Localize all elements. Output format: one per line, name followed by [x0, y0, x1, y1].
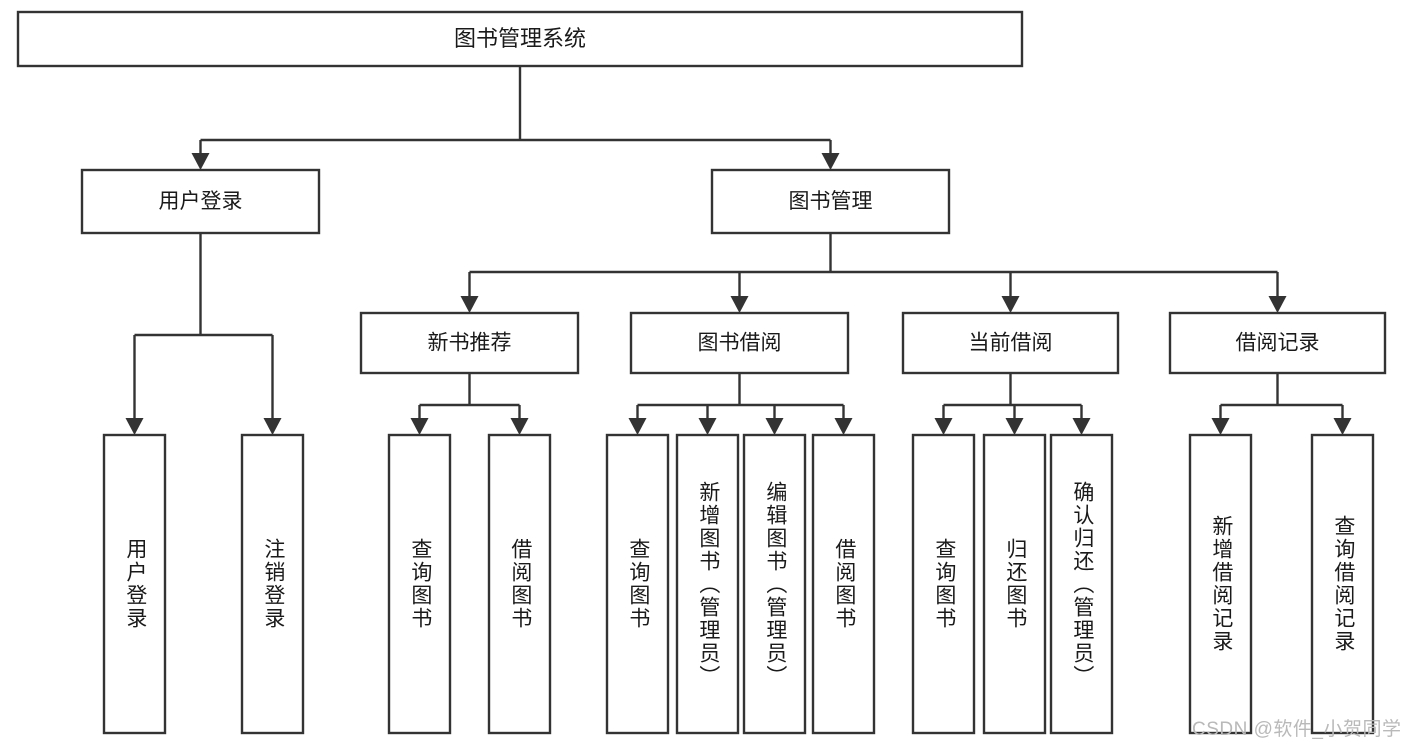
node-box-leaf-confirm-return[interactable]	[1049, 433, 1114, 735]
node-label-book-borrow: 图书借阅	[698, 332, 782, 355]
conn-root-arrow-1	[821, 153, 840, 170]
node-box-book-manage[interactable]	[710, 168, 951, 235]
conn-borrow-record-arrow-1	[1333, 418, 1352, 435]
node-label-current-borrow: 当前借阅	[969, 332, 1053, 355]
node-box-borrow-record[interactable]	[1168, 311, 1387, 375]
conn-user-login-arrow-1	[263, 418, 282, 435]
node-box-leaf-borrow-book-bb[interactable]	[811, 433, 876, 735]
conn-new-book-rec-arrow-0	[410, 418, 429, 435]
node-box-leaf-query-book-cb[interactable]	[911, 433, 976, 735]
node-box-user-login[interactable]	[80, 168, 321, 235]
node-box-layer	[16, 10, 1387, 735]
conn-borrow-record-arrow-0	[1211, 418, 1230, 435]
node-box-leaf-query-book-bb[interactable]	[605, 433, 670, 735]
connector-layer	[125, 66, 1352, 435]
node-box-leaf-user-login[interactable]	[102, 433, 167, 735]
node-label-user-login: 用户登录	[159, 190, 243, 213]
conn-book-manage-arrow-0	[460, 296, 479, 313]
node-box-leaf-query-book-rec[interactable]	[387, 433, 452, 735]
conn-new-book-rec-arrow-1	[510, 418, 529, 435]
node-label-borrow-record: 借阅记录	[1236, 332, 1320, 355]
node-label-root: 图书管理系统	[454, 26, 586, 51]
conn-book-manage-arrow-1	[730, 296, 749, 313]
node-box-leaf-user-logout[interactable]	[240, 433, 305, 735]
conn-current-borrow-arrow-1	[1005, 418, 1024, 435]
conn-current-borrow-arrow-2	[1072, 418, 1091, 435]
node-box-leaf-add-record[interactable]	[1188, 433, 1253, 735]
node-box-leaf-add-book[interactable]	[675, 433, 740, 735]
conn-book-manage-arrow-2	[1001, 296, 1020, 313]
conn-user-login-arrow-0	[125, 418, 144, 435]
node-box-current-borrow[interactable]	[901, 311, 1120, 375]
conn-book-borrow-arrow-0	[628, 418, 647, 435]
node-box-new-book-rec[interactable]	[359, 311, 580, 375]
node-box-leaf-edit-book[interactable]	[742, 433, 807, 735]
node-box-root[interactable]	[16, 10, 1024, 68]
node-box-leaf-query-record[interactable]	[1310, 433, 1375, 735]
watermark-text: CSDN @软件_小贺同学	[1192, 719, 1402, 740]
conn-book-borrow-arrow-2	[765, 418, 784, 435]
conn-book-borrow-arrow-1	[698, 418, 717, 435]
node-box-leaf-borrow-book-rec[interactable]	[487, 433, 552, 735]
conn-book-manage-arrow-3	[1268, 296, 1287, 313]
node-label-new-book-rec: 新书推荐	[428, 332, 512, 355]
conn-book-borrow-arrow-3	[834, 418, 853, 435]
node-label-book-manage: 图书管理	[789, 190, 873, 213]
conn-current-borrow-arrow-0	[934, 418, 953, 435]
conn-root-arrow-0	[191, 153, 210, 170]
node-box-book-borrow[interactable]	[629, 311, 850, 375]
node-box-leaf-return-book[interactable]	[982, 433, 1047, 735]
